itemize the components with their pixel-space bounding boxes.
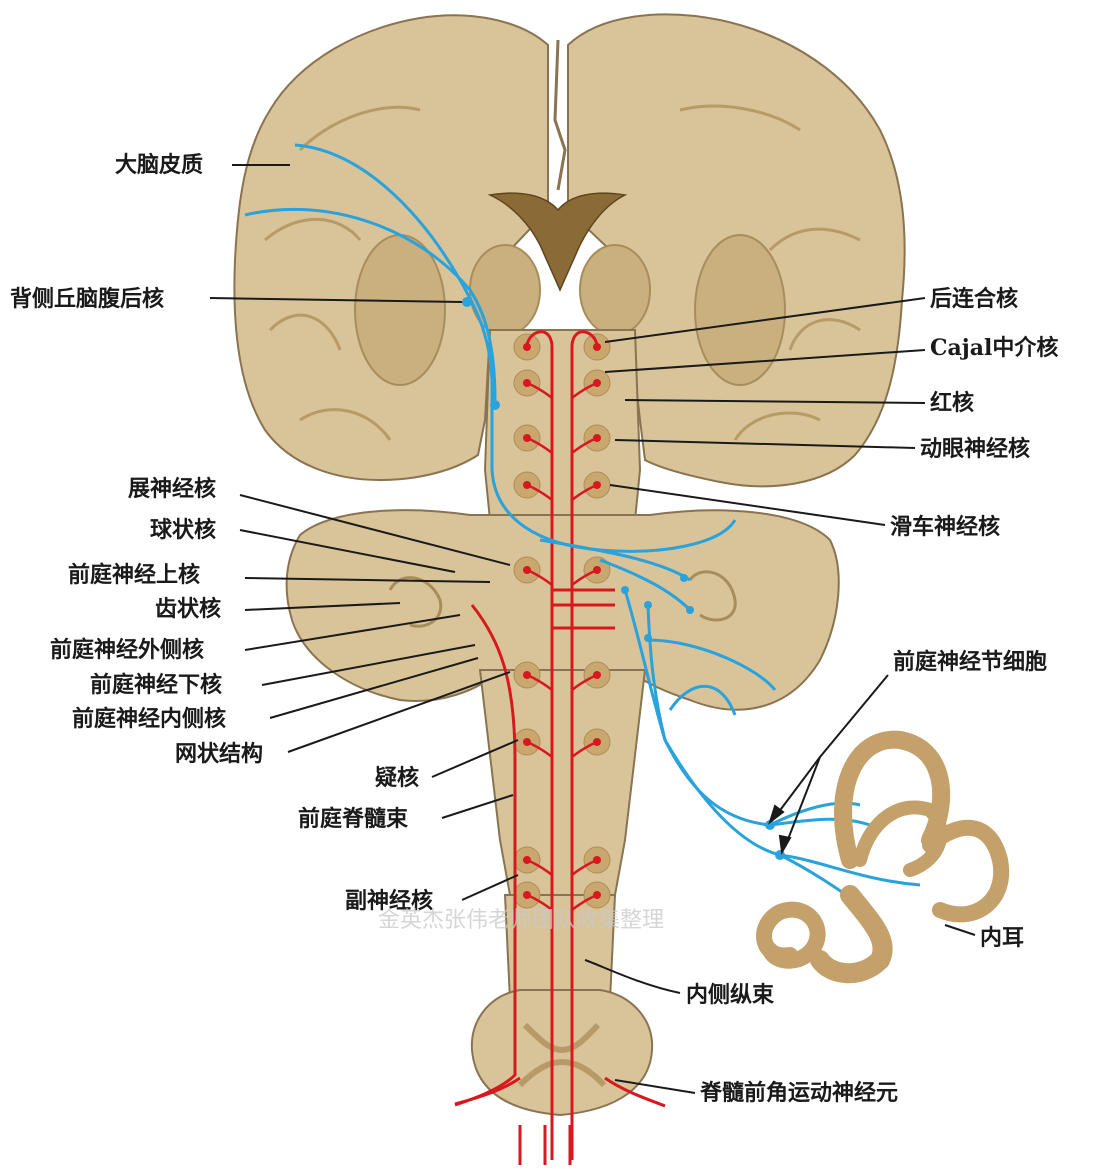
label-dentate: 齿状核 xyxy=(155,596,221,622)
vestibule xyxy=(820,895,883,973)
label-globose: 球状核 xyxy=(150,517,216,543)
arrowhead-2 xyxy=(780,836,790,852)
label-abducens: 展神经核 xyxy=(128,476,216,502)
cajal-dot xyxy=(490,400,500,410)
vestibular-dot-3 xyxy=(644,634,652,642)
leader-ear xyxy=(945,925,975,935)
label-posterior-commissure: 后连合核 xyxy=(930,286,1018,312)
watermark: 金英杰张伟老师团队收集整理 xyxy=(378,902,664,934)
vestibular-dot-2 xyxy=(644,601,652,609)
medulla xyxy=(480,670,645,895)
brainstem xyxy=(485,330,640,520)
arrow-line-2 xyxy=(785,757,820,847)
label-vestibulospinal: 前庭脊髓束 xyxy=(298,806,408,832)
label-ambiguus: 疑核 xyxy=(375,765,419,791)
nucleus-dot-b xyxy=(686,606,694,614)
label-reticular: 网状结构 xyxy=(175,741,263,767)
label-cortex: 大脑皮质 xyxy=(115,152,203,178)
label-med-vestibular: 前庭神经内侧核 xyxy=(72,706,226,732)
inner-ear xyxy=(764,740,1001,974)
cochlea xyxy=(764,910,818,961)
label-red-nucleus: 红核 xyxy=(930,390,974,416)
label-oculomotor: 动眼神经核 xyxy=(920,436,1030,462)
label-trochlear: 滑车神经核 xyxy=(890,514,1000,540)
right-thalamus xyxy=(580,245,650,335)
label-sup-vestibular: 前庭神经上核 xyxy=(68,562,200,588)
nucleus-dot-a xyxy=(680,574,688,582)
label-mlf: 内侧纵束 xyxy=(686,982,774,1008)
ganglion-cell-2 xyxy=(775,850,785,860)
label-ganglion: 前庭神经节细胞 xyxy=(893,649,1047,675)
label-motor-neuron: 脊髓前角运动神经元 xyxy=(700,1080,898,1106)
label-inner-ear: 内耳 xyxy=(980,925,1024,951)
label-dorsal-thalamus: 背侧丘脑腹后核 xyxy=(10,286,164,312)
thalamus-dot xyxy=(462,297,472,307)
ganglion-link xyxy=(665,740,780,855)
label-lat-vestibular: 前庭神经外侧核 xyxy=(50,637,204,663)
label-cajal: Cajal中介核 xyxy=(930,335,1058,361)
longitudinal-fissure xyxy=(555,40,565,190)
left-lentiform xyxy=(355,235,445,385)
label-inf-vestibular: 前庭神经下核 xyxy=(90,672,222,698)
ganglion-to-ear-1 xyxy=(770,819,870,825)
vestibular-dot-1 xyxy=(621,586,629,594)
